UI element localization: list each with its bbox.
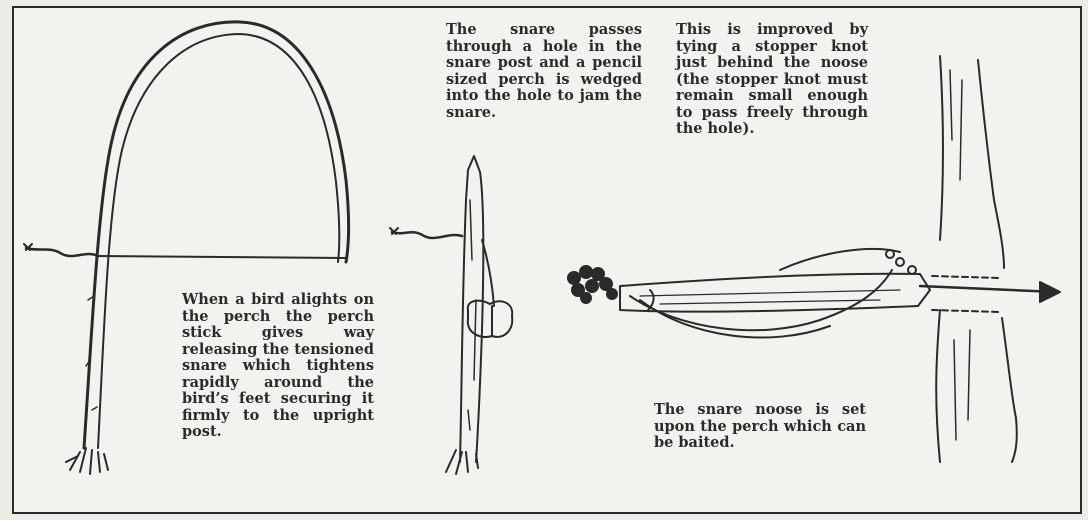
caption-snare-noose: The snare noose is set upon the perch wh…: [654, 402, 866, 452]
caption-bird-alights: When a bird alights on the perch the per…: [182, 292, 374, 441]
caption-improved-stopper: This is improved by tying a stopper knot…: [676, 22, 868, 138]
caption-snare-passes: The snare passes through a hole in the s…: [446, 22, 642, 121]
bait-berries: [568, 266, 617, 303]
snare-post-figure: [390, 156, 512, 474]
